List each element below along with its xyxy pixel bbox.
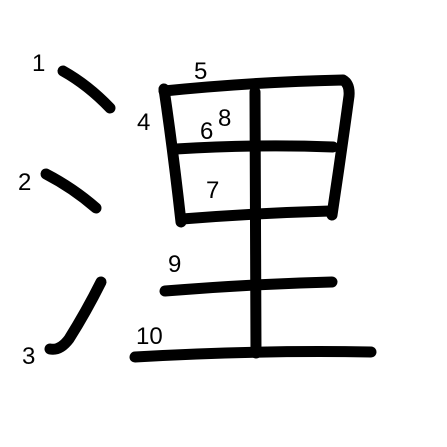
stroke-number-labels: 1 2 3 4 5 6 7 8 9 10: [18, 50, 231, 370]
stroke-number-7: 7: [206, 177, 219, 204]
stroke-1: [57, 65, 116, 114]
character-strokes: [40, 65, 377, 363]
stroke-number-1: 1: [32, 50, 45, 77]
stroke-4: [158, 83, 187, 228]
stroke-number-10: 10: [136, 323, 163, 350]
stroke-number-4: 4: [137, 109, 150, 136]
stroke-10: [129, 346, 377, 363]
stroke-3: [44, 276, 107, 355]
stroke-8: [249, 86, 262, 359]
stroke-number-2: 2: [18, 169, 31, 196]
stroke-9: [159, 276, 338, 297]
stroke-number-6: 6: [200, 118, 213, 145]
stroke-2: [40, 168, 102, 214]
stroke-number-5: 5: [194, 58, 207, 85]
stroke-number-9: 9: [168, 251, 181, 278]
stroke-number-8: 8: [218, 105, 231, 132]
stroke-number-3: 3: [22, 343, 35, 370]
stroke-5: [158, 74, 355, 221]
